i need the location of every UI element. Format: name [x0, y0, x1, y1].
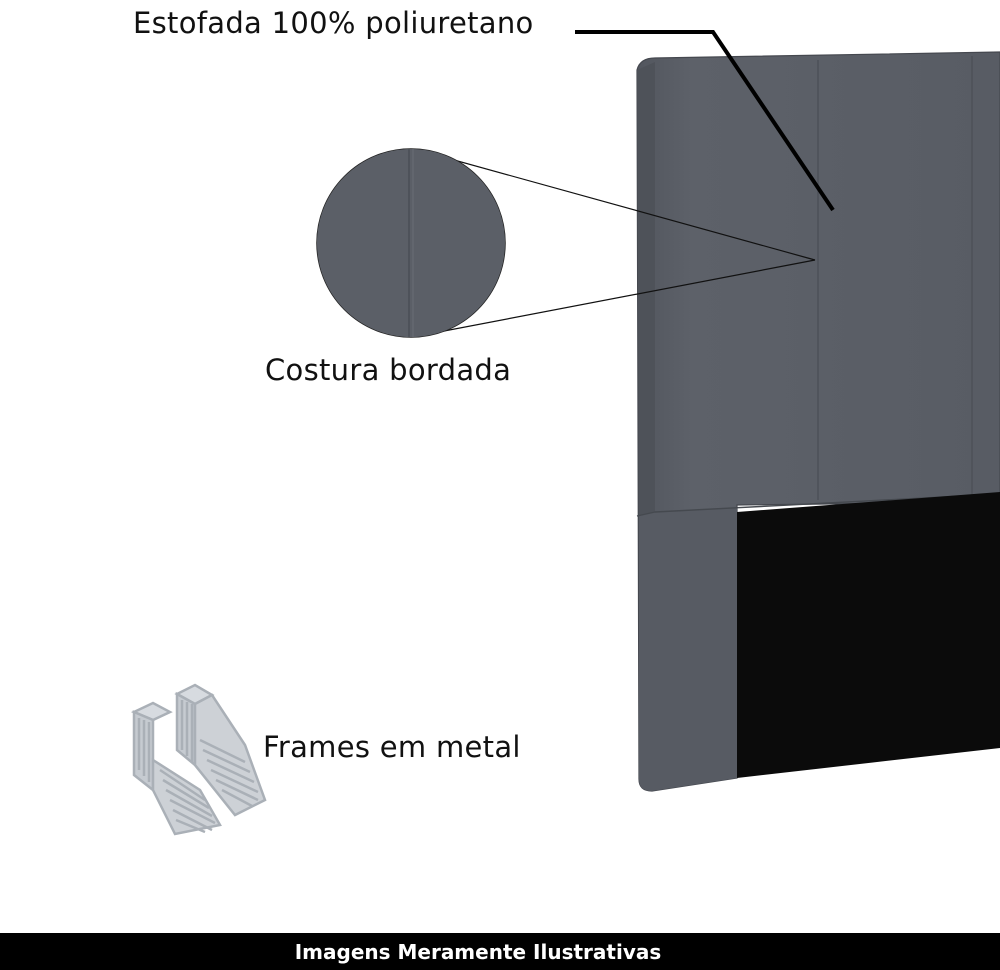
product-scene: Estofada 100% poliuretano Costura bordad… [130, 6, 1000, 836]
upholstery-callout-label: Estofada 100% poliuretano [133, 6, 534, 40]
stitching-zoom-icon [316, 148, 506, 338]
frames-callout-label: Frames em metal [263, 730, 521, 764]
zoom-line-bottom [417, 259, 816, 337]
zoom-line-top [417, 149, 816, 261]
headboard-illustration [130, 30, 1000, 836]
disclaimer-text: Imagens Meramente Ilustrativas [294, 939, 662, 964]
stitching-callout-label: Costura bordada [265, 353, 512, 387]
disclaimer-banner: Imagens Meramente Ilustrativas [0, 933, 1000, 970]
back-board [737, 492, 1000, 778]
upholstery-leader-line [575, 30, 835, 212]
metal-frames-icon [130, 683, 267, 836]
headboard [636, 51, 1000, 792]
